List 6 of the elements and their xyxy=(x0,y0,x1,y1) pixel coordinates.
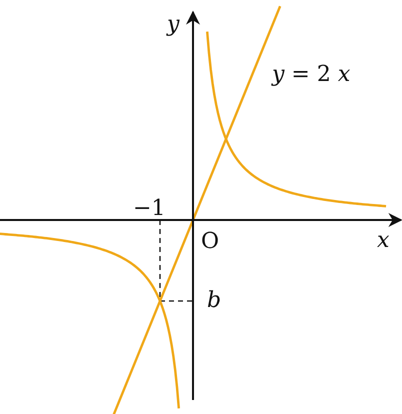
axis-label: x xyxy=(377,230,390,252)
axis-label: y xyxy=(167,14,180,36)
line-equation: y = 2 x xyxy=(272,64,350,86)
tick-label: −1 xyxy=(133,198,166,220)
point-label: b xyxy=(207,290,222,312)
origin-label: O xyxy=(201,231,220,253)
